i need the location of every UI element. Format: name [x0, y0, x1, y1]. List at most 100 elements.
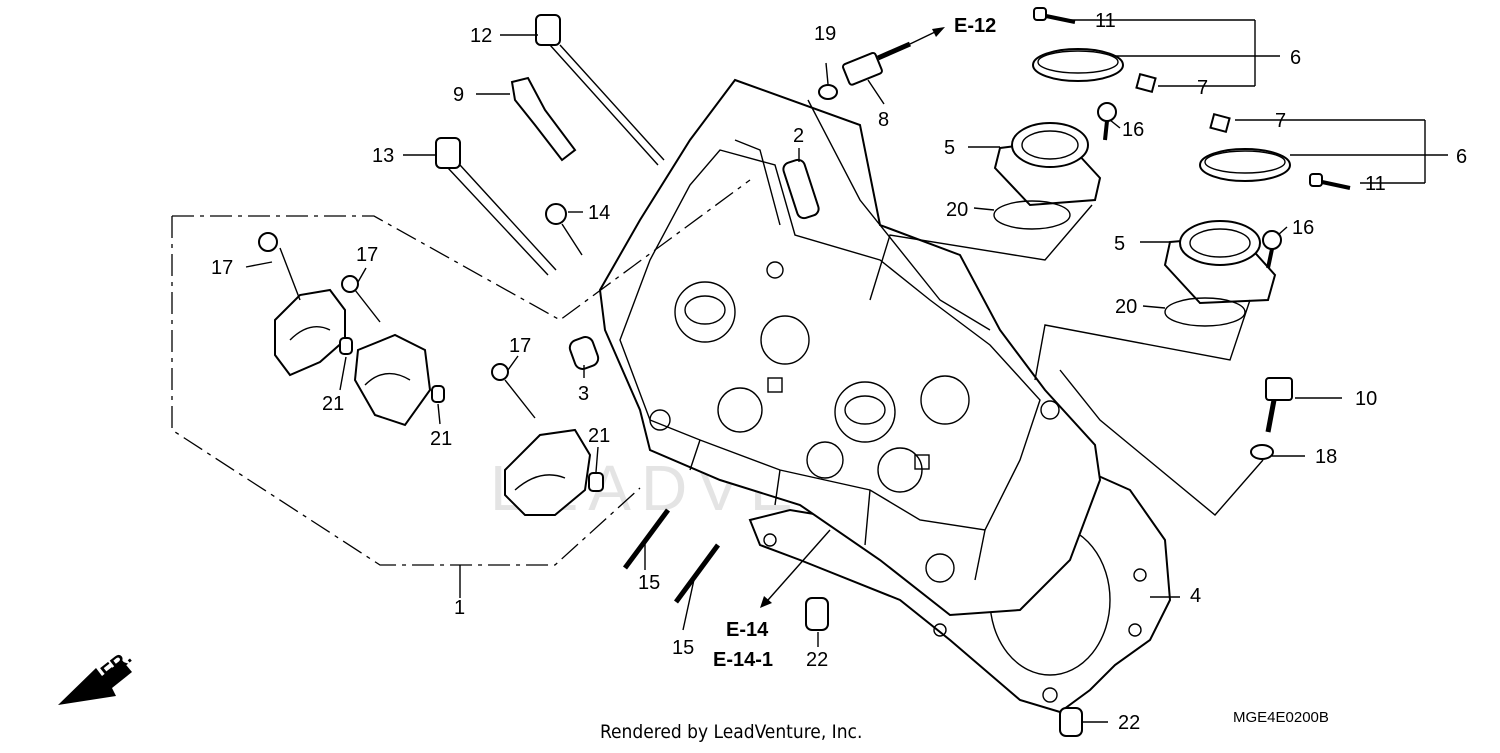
part-label-9[interactable]: 9 [453, 84, 464, 106]
dowel-pin-21[interactable] [431, 385, 445, 403]
head-bolt-hole [649, 409, 671, 431]
section-ref-e12[interactable]: E-12 [954, 15, 996, 37]
part-label-12[interactable]: 12 [470, 25, 492, 47]
camshaft-holder-front[interactable] [491, 363, 604, 516]
band-6-upper[interactable] [1032, 48, 1124, 82]
valve-lifter [844, 395, 886, 425]
cam-journal [760, 315, 810, 365]
part-label-16[interactable]: 16 [1292, 217, 1314, 239]
head-bolt-hole [766, 261, 784, 279]
washer-19[interactable] [818, 84, 838, 100]
o-ring-20-upper[interactable] [993, 200, 1071, 230]
valve-lifter-bore [674, 281, 736, 343]
washer-18[interactable] [1250, 444, 1274, 460]
part-labels: 1 2 3 4 5 5 6 6 7 7 8 9 10 11 11 12 13 1… [211, 10, 1467, 734]
part-label-10[interactable]: 10 [1355, 388, 1377, 410]
part-label-7[interactable]: 7 [1197, 77, 1208, 99]
part-label-6[interactable]: 6 [1456, 146, 1467, 168]
cylinder-head[interactable] [598, 78, 1172, 714]
bolt-16-upper[interactable] [1097, 102, 1117, 141]
insulator-bore [1021, 130, 1079, 160]
head-bolt-13[interactable] [435, 137, 557, 276]
part-label-16[interactable]: 16 [1122, 119, 1144, 141]
part-label-19[interactable]: 19 [814, 23, 836, 45]
nut-7-upper[interactable] [1135, 72, 1157, 94]
plug-tube [767, 377, 783, 393]
o-ring-20-lower[interactable] [1164, 297, 1246, 327]
part-label-20[interactable]: 20 [946, 199, 968, 221]
part-label-2[interactable]: 2 [793, 125, 804, 147]
bolt-shank [447, 167, 549, 276]
insulator-5-upper[interactable] [993, 122, 1102, 207]
part-label-8[interactable]: 8 [878, 109, 889, 131]
stud-bolt-15a[interactable] [622, 508, 671, 570]
band-ring [1032, 48, 1124, 82]
insulator-ring [1179, 220, 1261, 266]
bolt-11-upper[interactable] [1033, 7, 1076, 24]
camshaft-holder-rear[interactable] [258, 232, 445, 427]
holder-bolt-17 [279, 247, 301, 301]
part-label-17[interactable]: 17 [509, 335, 531, 357]
part-label-4[interactable]: 4 [1190, 585, 1201, 607]
cam-journal [806, 441, 844, 479]
bolt-16-lower[interactable] [1262, 230, 1282, 269]
dowel-pin-22b[interactable] [1059, 707, 1083, 737]
part-label-20[interactable]: 20 [1115, 296, 1137, 318]
thermo-sensor-10[interactable] [1265, 377, 1293, 433]
stud-bolt-15b[interactable] [673, 543, 721, 604]
part-label-6[interactable]: 6 [1290, 47, 1301, 69]
part-label-5[interactable]: 5 [944, 137, 955, 159]
holder-arch [289, 326, 331, 341]
part-label-7[interactable]: 7 [1275, 110, 1286, 132]
part-label-13[interactable]: 13 [372, 145, 394, 167]
part-label-17[interactable]: 17 [356, 244, 378, 266]
part-label-17[interactable]: 17 [211, 257, 233, 279]
cylinder-head-body[interactable] [598, 78, 1102, 617]
dowel-pin-3[interactable] [568, 335, 601, 371]
part-label-21[interactable]: 21 [322, 393, 344, 415]
dowel-pin-21[interactable] [588, 472, 604, 492]
holder-bolt-17 [354, 289, 381, 323]
part-label-3[interactable]: 3 [578, 383, 589, 405]
part-label-21[interactable]: 21 [588, 425, 610, 447]
camshaft-holder[interactable] [504, 428, 592, 516]
e12-leader [909, 31, 936, 45]
camshaft-holder[interactable] [353, 333, 432, 427]
bolt-head [491, 363, 509, 381]
bolt-14[interactable] [545, 203, 583, 256]
band-6-lower[interactable] [1199, 148, 1291, 182]
head-bolt-12[interactable] [535, 14, 665, 166]
camshaft-holder[interactable] [274, 288, 346, 377]
spark-plug-9[interactable] [510, 76, 577, 162]
gasket-hole [1042, 687, 1058, 703]
part-label-21[interactable]: 21 [430, 428, 452, 450]
e14-leader [767, 529, 831, 601]
sensor-body [842, 51, 883, 86]
gasket-hole [1133, 568, 1147, 582]
bolt-11-lower[interactable] [1309, 173, 1351, 190]
e14-arrow-icon [760, 596, 772, 608]
part-label-11[interactable]: 11 [1365, 173, 1386, 195]
part-label-15[interactable]: 15 [672, 637, 694, 659]
part-label-15[interactable]: 15 [638, 572, 660, 594]
dowel-pin-22a[interactable] [805, 597, 829, 631]
part-label-18[interactable]: 18 [1315, 446, 1337, 468]
head-bolt-hole [925, 553, 955, 583]
dowel-pin-21[interactable] [339, 337, 353, 355]
part-label-11[interactable]: 11 [1095, 10, 1116, 32]
bolt-shank [549, 44, 659, 166]
section-ref-e14-1[interactable]: E-14-1 [713, 649, 773, 671]
part-label-22[interactable]: 22 [1118, 712, 1140, 734]
insulator-ring [1011, 122, 1089, 168]
head-bolt-hole [1040, 400, 1060, 420]
nut-7-lower[interactable] [1209, 112, 1231, 134]
gasket-hole [933, 623, 947, 637]
sensor-8[interactable] [842, 41, 912, 86]
part-label-14[interactable]: 14 [588, 202, 610, 224]
insulator-5-lower[interactable] [1163, 220, 1277, 305]
part-label-22[interactable]: 22 [806, 649, 828, 671]
part-label-5[interactable]: 5 [1114, 233, 1125, 255]
part-label-1[interactable]: 1 [454, 597, 465, 619]
dowel-pin-2[interactable] [782, 158, 821, 220]
section-ref-e14[interactable]: E-14 [726, 619, 769, 641]
